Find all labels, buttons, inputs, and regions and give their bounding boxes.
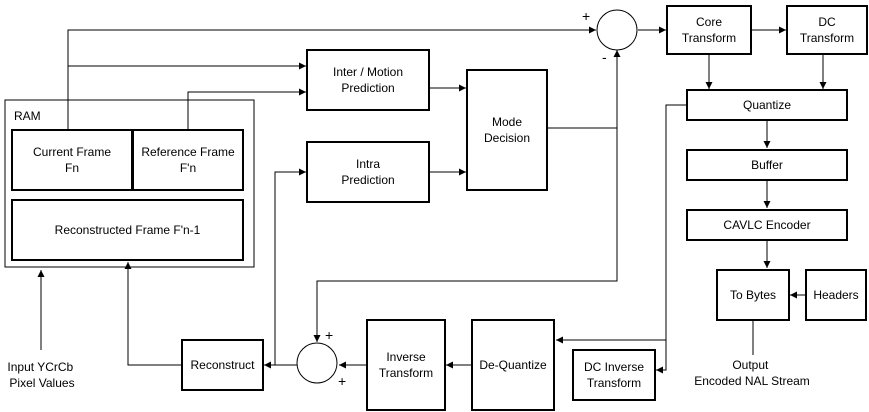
to-bytes-block-label: To Bytes bbox=[730, 288, 776, 302]
buffer-block-frame bbox=[686, 149, 848, 181]
headers-block: Headers bbox=[805, 269, 867, 321]
top-summer-minus: - bbox=[602, 49, 607, 65]
to-bytes-block: To Bytes bbox=[716, 269, 790, 321]
cavlc-encoder-block-frame bbox=[686, 209, 848, 241]
buffer-block: Buffer bbox=[686, 149, 848, 181]
buffer-block-label: Buffer bbox=[751, 158, 783, 172]
dc-transform-block-frame bbox=[786, 5, 868, 55]
quantize-block: Quantize bbox=[686, 89, 848, 121]
quantize-block-label: Quantize bbox=[743, 98, 791, 112]
connectors bbox=[37, 26, 827, 374]
current-frame-block-frame bbox=[11, 129, 133, 191]
output-label: Output Encoded NAL Stream bbox=[694, 358, 810, 388]
intra-prediction-block-frame bbox=[306, 141, 430, 203]
quantize-block-frame bbox=[686, 89, 848, 121]
input-label: Input YCrCb Pixel Values bbox=[7, 360, 76, 390]
de-quantize-block-frame bbox=[471, 319, 555, 411]
core-transform-block-frame bbox=[666, 5, 752, 55]
ram-label: RAM bbox=[14, 109, 41, 123]
reconstruct-block: Reconstruct bbox=[181, 339, 264, 391]
top-summing-junction bbox=[596, 9, 638, 51]
reconstructed-frame-block: Reconstructed Frame F'n-1 bbox=[11, 199, 244, 261]
reconstructed-frame-block-label: Reconstructed Frame F'n-1 bbox=[55, 223, 201, 237]
dc-inverse-transform-block-frame bbox=[572, 349, 656, 401]
bottom-summing-junction bbox=[296, 342, 338, 384]
headers-block-label: Headers bbox=[813, 288, 858, 302]
inverse-transform-block-frame bbox=[366, 319, 446, 411]
top-summer-plus: + bbox=[582, 8, 590, 24]
reconstruct-block-label: Reconstruct bbox=[190, 358, 255, 372]
reconstruct-block-frame bbox=[181, 339, 264, 391]
headers-block-frame bbox=[805, 269, 867, 321]
reconstructed-frame-block-frame bbox=[11, 199, 244, 261]
inter-motion-prediction-block-frame bbox=[306, 49, 430, 111]
mode-decision-block-frame bbox=[466, 69, 548, 191]
de-quantize-block-label: De-Quantize bbox=[479, 358, 547, 372]
cavlc-encoder-block: CAVLC Encoder bbox=[686, 209, 848, 241]
reference-frame-block-frame bbox=[132, 129, 244, 191]
bottom-summer-plus-bottom: + bbox=[338, 373, 346, 389]
bottom-summer-plus-top: + bbox=[325, 327, 333, 343]
de-quantize-block: De-Quantize bbox=[471, 319, 555, 411]
cavlc-encoder-block-label: CAVLC Encoder bbox=[723, 218, 810, 232]
to-bytes-block-frame bbox=[716, 269, 790, 321]
